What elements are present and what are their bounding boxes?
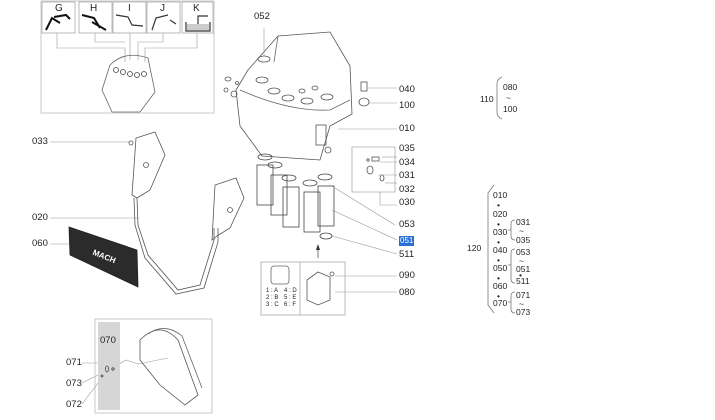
pin-map-4: 4 : D	[284, 288, 297, 294]
part-073	[100, 374, 104, 378]
connector-inset-frame	[260, 261, 346, 316]
callout-030[interactable]: 030	[399, 197, 415, 208]
pin-map-2: 2 : B	[266, 295, 279, 301]
sub-030-to[interactable]: 035	[516, 235, 531, 245]
tool-panel-k	[181, 1, 214, 34]
fittings-group	[256, 153, 335, 240]
part-033	[128, 140, 134, 146]
bracket-right-plate	[211, 177, 245, 241]
assembly-120-item-010[interactable]: 010	[493, 190, 508, 200]
sub-050-from[interactable]: 053	[516, 247, 531, 257]
tool-j-icon	[151, 14, 177, 31]
tilde: ~	[519, 226, 524, 236]
callout-073[interactable]: 073	[66, 378, 82, 389]
tool-g-icon	[45, 13, 71, 31]
callout-020[interactable]: 020	[32, 212, 48, 223]
tool-letter-g: G	[55, 3, 63, 14]
manifold-body	[235, 31, 353, 161]
callout-035[interactable]: 035	[399, 143, 415, 154]
decal-060	[68, 226, 139, 288]
brace-110	[496, 76, 503, 120]
callout-032[interactable]: 032	[399, 184, 415, 195]
plate-inset-frame	[94, 318, 213, 414]
tool-letter-k: K	[193, 3, 200, 14]
callout-080[interactable]: 080	[399, 287, 415, 298]
tool-panel-g	[41, 1, 76, 34]
tool-k-icon	[185, 15, 211, 32]
bullet: •	[497, 200, 500, 210]
brace-120	[487, 184, 495, 314]
pin-map-6: 6 : F	[284, 302, 297, 308]
callout-071[interactable]: 071	[66, 357, 82, 368]
tool-i-icon	[115, 14, 144, 27]
assembly-120-item-050[interactable]: 050	[493, 263, 508, 273]
assembly-120-item-020[interactable]: 020	[493, 209, 508, 219]
assembly-110-from[interactable]: 080	[503, 82, 518, 92]
callout-053[interactable]: 053	[399, 219, 415, 230]
tool-letter-h: H	[90, 3, 98, 14]
assembly-120-label[interactable]: 120	[467, 243, 482, 253]
callout-040[interactable]: 040	[399, 84, 415, 95]
pin-map-3: 3 : C	[266, 302, 279, 308]
part-100	[358, 97, 370, 107]
sub-030-from[interactable]: 031	[516, 217, 531, 227]
sub-070-from[interactable]: 071	[516, 290, 531, 300]
tilde: ~	[519, 256, 524, 266]
callout-090[interactable]: 090	[399, 270, 415, 281]
part-080	[306, 271, 331, 306]
callout-060[interactable]: 060	[32, 238, 48, 249]
tool-letter-j: J	[160, 3, 165, 14]
assembly-120-item-040[interactable]: 040	[493, 245, 508, 255]
callout-010[interactable]: 010	[399, 123, 415, 134]
assembly-110-to[interactable]: 100	[503, 104, 518, 114]
assembly-120-item-060[interactable]: 060	[493, 281, 508, 291]
pin-map-1: 1 : A	[266, 288, 279, 294]
tool-inset-frame	[40, 0, 215, 114]
bullet: •	[497, 273, 500, 283]
part-090	[329, 271, 335, 277]
tool-panel-h	[78, 1, 113, 34]
bullet: •	[497, 219, 500, 229]
manifold-preview	[101, 54, 156, 113]
callout-070[interactable]: 070	[100, 335, 116, 346]
tool-h-icon	[81, 14, 107, 31]
callout-072[interactable]: 072	[66, 399, 82, 410]
sub-050-mid[interactable]: 051	[516, 264, 531, 274]
tool-panel-j	[146, 1, 181, 34]
assembly-120-item-030[interactable]: 030	[493, 227, 508, 237]
part-070-highlight	[98, 322, 120, 410]
callout-051-selected[interactable]: 051	[399, 236, 415, 246]
assembly-110-sep: ~	[506, 93, 511, 103]
callout-100[interactable]: 100	[399, 100, 415, 111]
tool-panel-i	[112, 1, 147, 34]
connector-pinout-icon	[270, 265, 290, 285]
callout-031[interactable]: 031	[399, 170, 415, 181]
assembly-120-item-070[interactable]: 070	[493, 298, 508, 308]
bullet: •	[497, 291, 500, 301]
assembly-110-label[interactable]: 110	[480, 94, 494, 104]
part-071	[105, 365, 109, 373]
bullet: •	[519, 270, 522, 280]
sub-050-to[interactable]: 511	[516, 276, 530, 286]
side-plate	[139, 329, 199, 406]
callout-034[interactable]: 034	[399, 157, 415, 168]
part-052	[257, 55, 271, 63]
callout-511[interactable]: 511	[399, 249, 415, 260]
tool-letter-i: I	[128, 3, 131, 14]
bullet: •	[497, 237, 500, 247]
pin-map-5: 5 : E	[284, 295, 297, 301]
tilde: ~	[519, 299, 524, 309]
sub-070-to[interactable]: 073	[516, 307, 531, 317]
bracket-020	[136, 197, 215, 291]
part-072	[111, 367, 115, 371]
callout-052[interactable]: 052	[254, 11, 270, 22]
bullet: •	[497, 255, 500, 265]
part-040	[360, 81, 368, 92]
part-511	[319, 232, 333, 240]
callout-033[interactable]: 033	[32, 136, 48, 147]
